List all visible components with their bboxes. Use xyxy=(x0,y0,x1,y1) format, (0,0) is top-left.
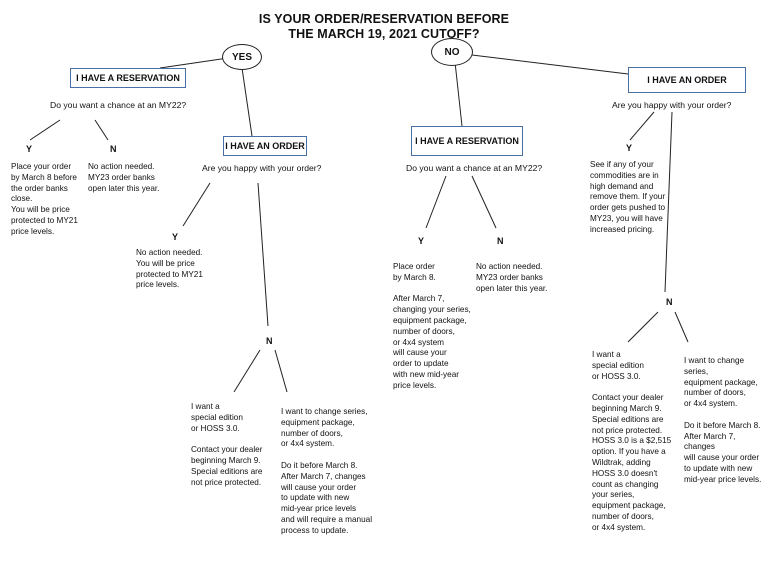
connector-yes-order-y xyxy=(182,182,211,227)
no-order-y-text: See if any of your commodities are in hi… xyxy=(590,160,666,234)
connector-yes-to-reservation xyxy=(159,57,229,69)
yes-order-question: Are you happy with your order? xyxy=(202,163,322,173)
no-order-y-label: Y xyxy=(626,143,633,153)
yes-order-n-left-text: I want a special edition or HOSS 3.0. Co… xyxy=(191,402,263,487)
diagram-title-line1: IS YOUR ORDER/RESERVATION BEFORE xyxy=(258,12,510,26)
yes-reservation-question: Do you want a chance at an MY22? xyxy=(50,100,187,110)
yes-order-y-text: No action needed. You will be price prot… xyxy=(136,248,203,290)
no-reservation-y-text: Place order by March 8. After March 7, c… xyxy=(393,262,471,390)
no-reservation-n-label: N xyxy=(497,236,504,246)
connector-no-order-y xyxy=(629,111,655,141)
connector-yes-order-n-right xyxy=(274,349,288,393)
no-order-n-right-text: I want to change series, equipment packa… xyxy=(684,356,762,484)
no-reservation-y-label: Y xyxy=(418,236,425,246)
connector-no-res-y xyxy=(425,175,447,229)
yes-reservation-box: I HAVE A RESERVATION xyxy=(70,68,186,88)
diagram-title-line2: THE MARCH 19, 2021 CUTOFF? xyxy=(288,27,480,41)
no-order-box: I HAVE AN ORDER xyxy=(628,67,746,93)
connector-yes-res-n xyxy=(94,119,109,141)
no-oval: NO xyxy=(431,38,473,66)
connector-no-to-order xyxy=(471,54,629,75)
no-order-n-label: N xyxy=(666,297,673,307)
connector-no-order-n-right xyxy=(674,311,689,343)
no-reservation-box: I HAVE A RESERVATION xyxy=(411,126,523,156)
no-reservation-n-text: No action needed. MY23 order banks open … xyxy=(476,262,548,293)
no-reservation-question: Do you want a chance at an MY22? xyxy=(406,163,543,173)
yes-reservation-y-text: Place your order by March 8 before the o… xyxy=(11,162,78,236)
connector-yes-order-n-left xyxy=(233,349,261,393)
connector-yes-res-y xyxy=(29,119,61,141)
no-order-n-left-text: I want a special edition or HOSS 3.0. Co… xyxy=(592,350,672,532)
yes-order-n-label: N xyxy=(266,336,273,346)
connector-no-order-n-left xyxy=(627,311,659,343)
yes-reservation-n-label: N xyxy=(110,144,117,154)
yes-order-y-label: Y xyxy=(172,232,179,242)
connector-no-res-n xyxy=(471,175,497,229)
no-order-question: Are you happy with your order? xyxy=(612,100,732,110)
yes-reservation-y-label: Y xyxy=(26,144,33,154)
connector-yes-order-n xyxy=(257,182,269,327)
yes-order-box: I HAVE AN ORDER xyxy=(223,136,307,156)
yes-order-n-right-text: I want to change series, equipment packa… xyxy=(281,407,373,535)
yes-oval: YES xyxy=(222,44,262,70)
connector-no-to-reservation xyxy=(454,61,463,127)
connector-no-order-n xyxy=(664,111,673,293)
connector-yes-to-order xyxy=(241,67,253,137)
yes-reservation-n-text: No action needed. MY23 order banks open … xyxy=(88,162,160,193)
